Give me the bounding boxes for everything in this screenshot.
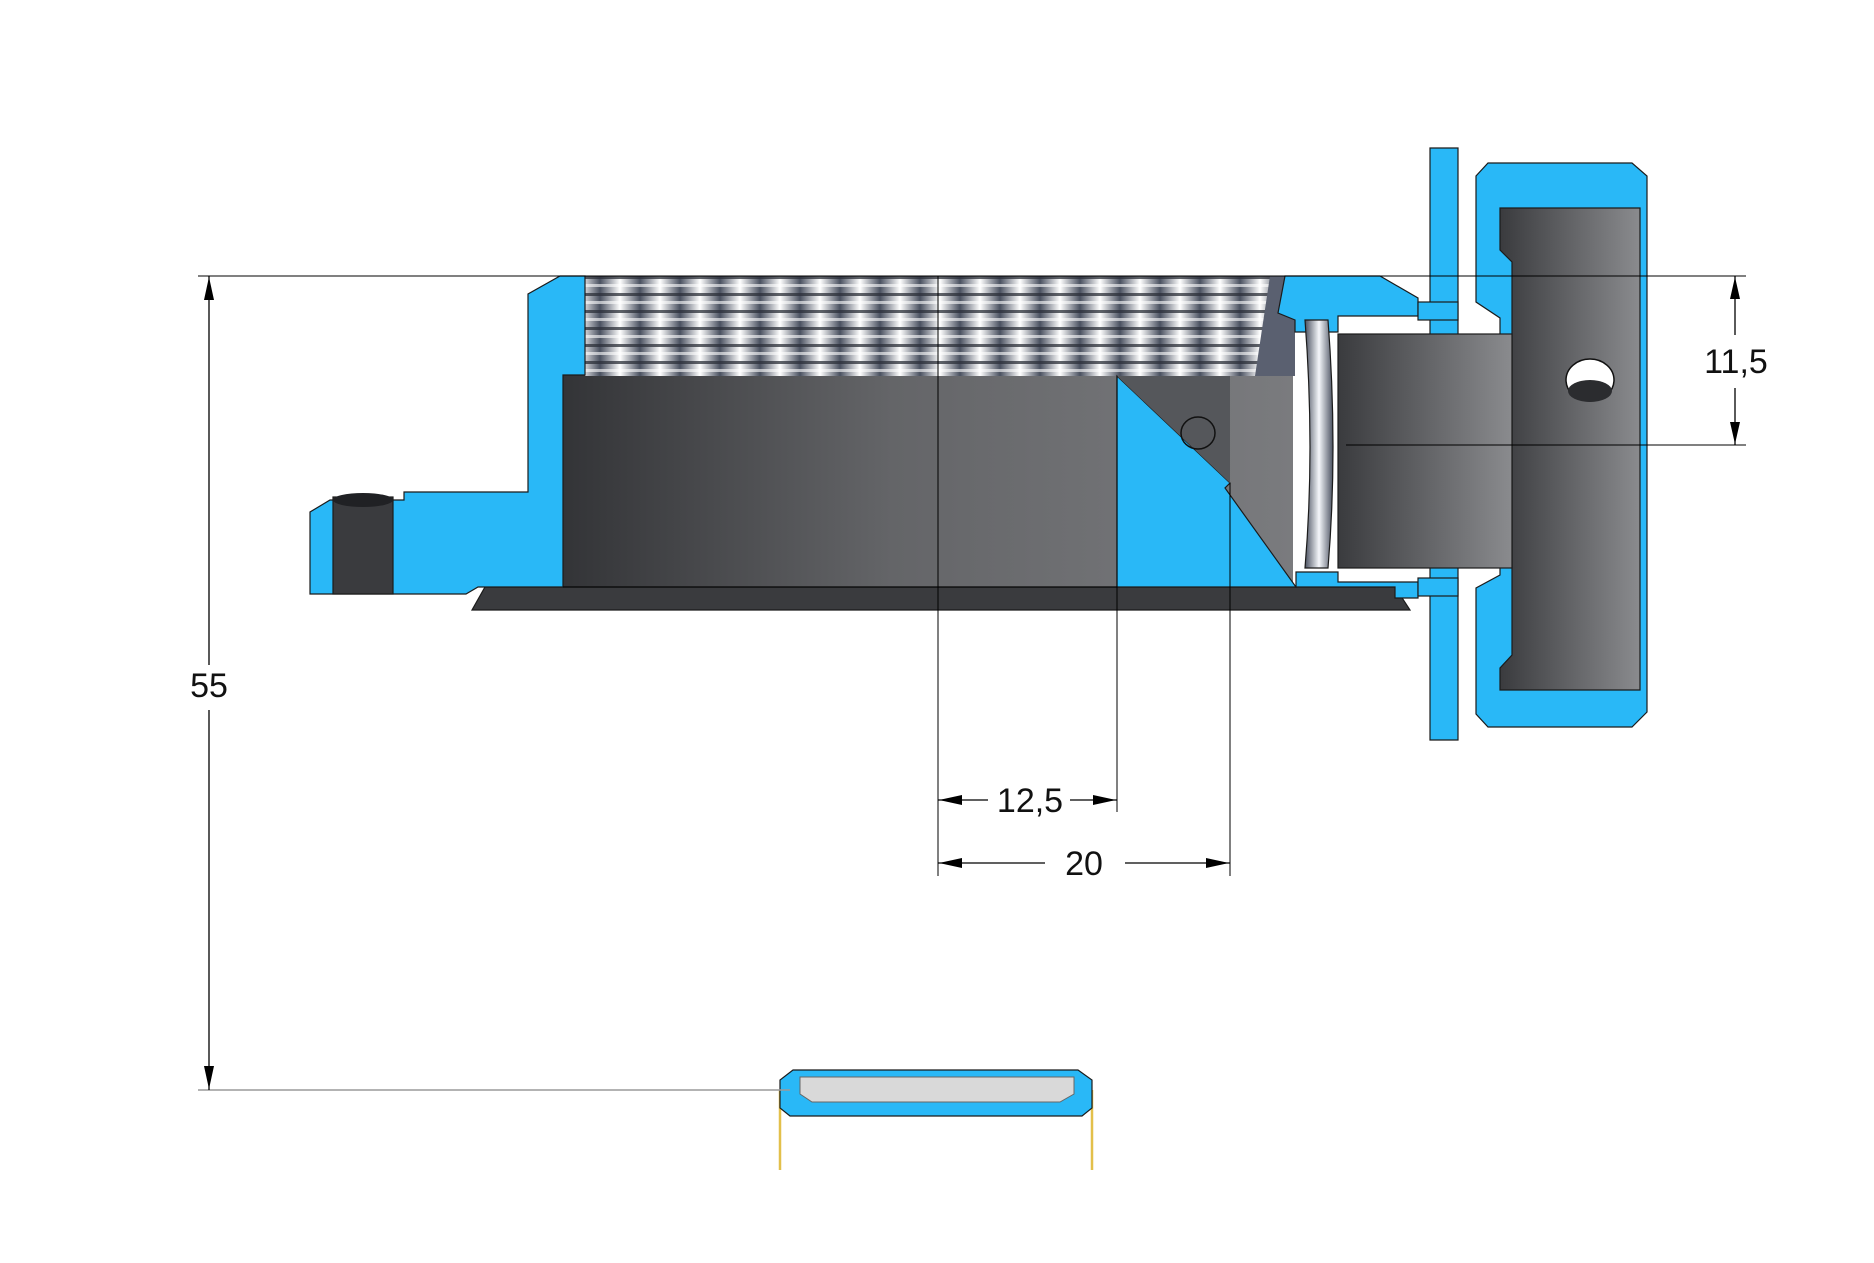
eyepiece-cap: [1337, 147, 1648, 741]
dimension-cap-offset: 11,5: [1346, 275, 1768, 446]
dim-55-label: 55: [190, 667, 228, 705]
arrow-20-right: [1206, 858, 1229, 868]
arrow-12-5-left: [939, 795, 962, 805]
arrow-cap-top: [1730, 277, 1740, 299]
dimension-overall-height: 55: [190, 275, 1540, 1091]
left-socket-top: [333, 493, 393, 507]
main-housing: [309, 275, 1419, 611]
left-socket: [332, 496, 394, 595]
mirror-face: [1117, 376, 1230, 483]
dim-11-5-label: 11,5: [1704, 343, 1768, 381]
cap-interior: [1499, 207, 1641, 691]
dim-20-label: 20: [1065, 845, 1103, 883]
dim-12-5-label: 12,5: [997, 782, 1063, 820]
arrow-20-left: [939, 858, 962, 868]
mirror-hole: [1180, 416, 1216, 450]
cap-stem: [1337, 333, 1513, 569]
bottom-flange: [470, 586, 1412, 611]
window-glass: [799, 1076, 1075, 1103]
arrow-12-5-right: [1093, 795, 1116, 805]
dimension-mirror: 12,5 20: [563, 276, 1231, 883]
bottom-window-part: [778, 1069, 1094, 1170]
cap-hole-inner: [1568, 380, 1612, 402]
right-lower-collar: [1295, 571, 1419, 599]
arrow-bottom: [204, 1066, 214, 1089]
plate-tab-top: [1417, 301, 1459, 321]
inner-ring: [1304, 319, 1334, 569]
arrow-top: [204, 277, 214, 300]
plate-tab-bottom: [1417, 577, 1459, 597]
right-upper-collar: [1277, 275, 1419, 333]
arrow-cap-bottom: [1730, 422, 1740, 444]
